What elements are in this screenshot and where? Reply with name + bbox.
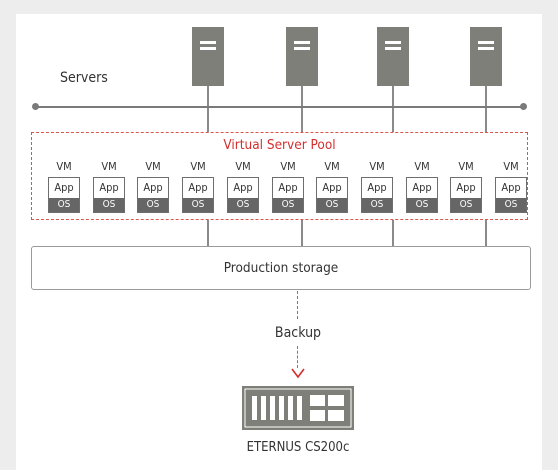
vm-app-label: App <box>278 181 298 194</box>
vm-os-label: OS <box>362 198 392 212</box>
vm-label: VM <box>56 160 72 173</box>
bus-to-pool-line <box>485 108 487 132</box>
pool-to-storage-line <box>207 220 209 246</box>
vm-label: VM <box>503 160 519 173</box>
vm-app-label: App <box>412 181 432 194</box>
vm-os-label: OS <box>228 198 258 212</box>
vm-label: VM <box>190 160 206 173</box>
vm-os-label: OS <box>138 198 168 212</box>
server-to-bus-line <box>207 86 209 106</box>
server-tower-icon <box>192 27 224 86</box>
vm-app-label: App <box>233 181 253 194</box>
server-tower-icon <box>286 27 318 86</box>
vm-os-label: OS <box>317 198 347 212</box>
vm-app-label: App <box>54 181 74 194</box>
pool-to-storage-line <box>485 220 487 246</box>
server-to-bus-line <box>392 86 394 106</box>
storage-appliance-icon <box>242 386 354 430</box>
production-storage: Production storage <box>31 246 531 290</box>
vm-app-label: App <box>367 181 387 194</box>
backup-dashed-line-top <box>297 291 298 319</box>
server-tower-icon <box>377 27 409 86</box>
vm-label: VM <box>324 160 340 173</box>
arrow-down-icon <box>291 368 305 379</box>
server-tower-icon <box>470 27 502 86</box>
vm-app-label: App <box>99 181 119 194</box>
vm-app-label: App <box>143 181 163 194</box>
bus-to-pool-line <box>392 108 394 132</box>
vm-os-label: OS <box>273 198 303 212</box>
backup-label: Backup <box>274 325 322 341</box>
pool-title: Virtual Server Pool <box>223 137 336 153</box>
vm-label: VM <box>369 160 385 173</box>
network-bus-line <box>35 106 524 108</box>
bus-endpoint-left <box>32 103 39 110</box>
vm-os-label: OS <box>183 198 213 212</box>
vm-app-label: App <box>501 181 521 194</box>
vm-os-label: OS <box>496 198 526 212</box>
virtual-server-pool <box>31 132 528 220</box>
vm-label: VM <box>235 160 251 173</box>
production-storage-label: Production storage <box>223 260 339 276</box>
appliance-label: ETERNUS CS200c <box>246 440 350 455</box>
vm-label: VM <box>145 160 161 173</box>
server-to-bus-line <box>485 86 487 106</box>
bus-endpoint-right <box>520 103 527 110</box>
server-to-bus-line <box>301 86 303 106</box>
vm-label: VM <box>280 160 296 173</box>
vm-label: VM <box>414 160 430 173</box>
vm-os-label: OS <box>407 198 437 212</box>
vm-label: VM <box>458 160 474 173</box>
vm-os-label: OS <box>94 198 124 212</box>
vm-os-label: OS <box>451 198 481 212</box>
bus-to-pool-line <box>207 108 209 132</box>
pool-to-storage-line <box>301 220 303 246</box>
pool-to-storage-line <box>392 220 394 246</box>
vm-app-label: App <box>322 181 342 194</box>
vm-app-label: App <box>188 181 208 194</box>
servers-label: Servers <box>60 70 108 86</box>
bus-to-pool-line <box>301 108 303 132</box>
vm-os-label: OS <box>49 198 79 212</box>
backup-dashed-line-bottom <box>297 346 298 368</box>
vm-label: VM <box>101 160 117 173</box>
vm-app-label: App <box>456 181 476 194</box>
